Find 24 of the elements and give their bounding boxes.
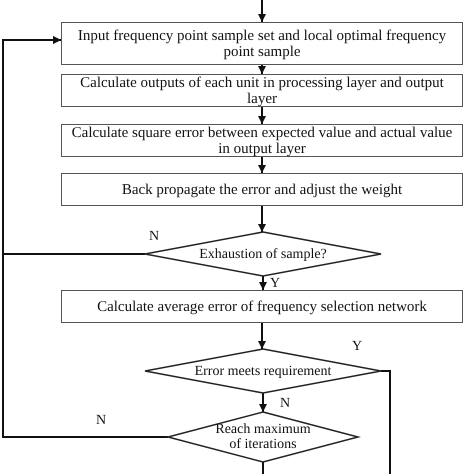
decision-text: Exhaustion of sample?: [199, 246, 327, 262]
edge-label: N: [149, 230, 160, 244]
process-box: Calculate outputs of each unit in processing layer and output layer: [61, 74, 463, 107]
edge-label: N: [280, 397, 290, 411]
arrow: [258, 0, 266, 22]
edge-label: Y: [352, 340, 362, 354]
arrow: [259, 276, 267, 290]
edge-label: Y: [270, 277, 280, 291]
decision-text: Reach maximum of iterations: [214, 422, 312, 452]
process-box: Calculate average error of frequency selection network: [61, 290, 463, 323]
connector-line: [262, 462, 264, 474]
process-box: Back propagate the error and adjust the weight: [61, 173, 463, 206]
arrow: [258, 323, 266, 349]
arrow: [258, 206, 266, 232]
arrow: [258, 65, 266, 74]
arrow: [258, 107, 266, 124]
edge-label: N: [96, 414, 106, 428]
process-box: Input frequency point sample set and local optimal frequency point sample: [61, 22, 463, 65]
process-box: Calculate square error between expected value and actual value in output layer: [61, 124, 463, 157]
arrow: [259, 393, 267, 412]
arrow: [2, 36, 168, 438]
arrow: [258, 157, 266, 173]
decision-text: Error meets requirement: [194, 364, 332, 378]
connector-line: [381, 370, 391, 474]
